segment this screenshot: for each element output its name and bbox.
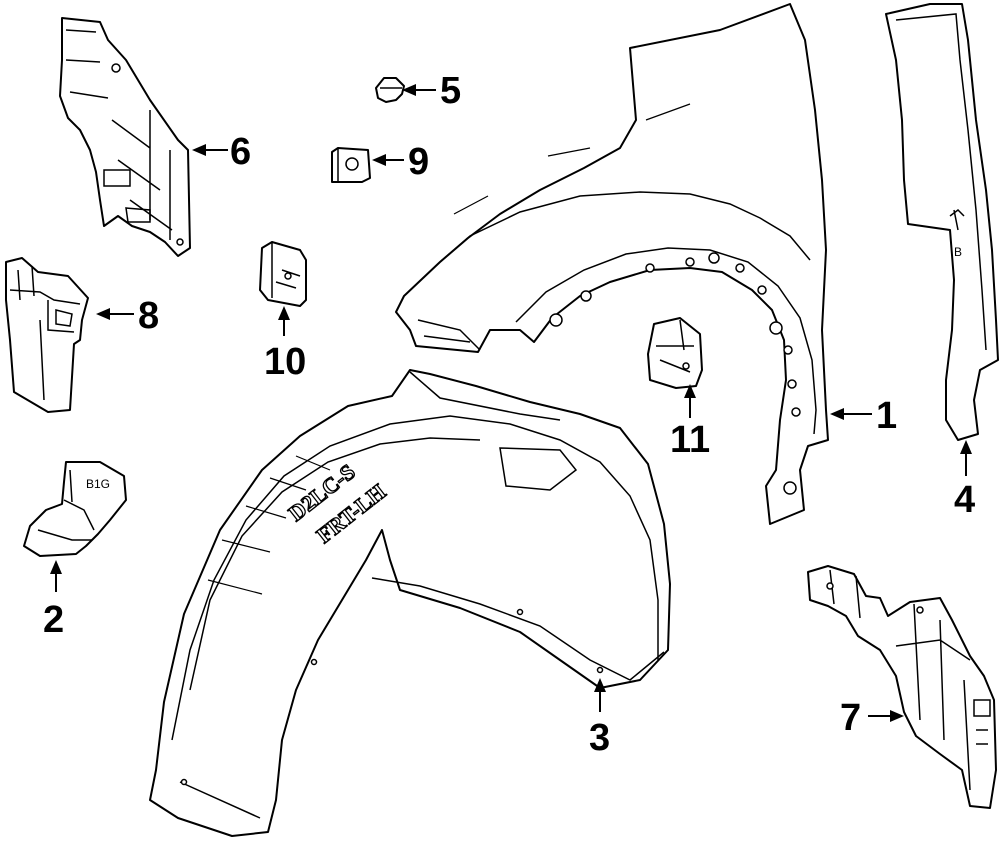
part-6-bracket — [59, 17, 191, 257]
part-5-clip — [375, 77, 405, 103]
callout-9: 9 — [408, 141, 429, 183]
callout-5: 5 — [440, 70, 461, 112]
seal-4-marking: B — [954, 245, 962, 259]
callout-2: 2 — [43, 599, 64, 641]
callout-8: 8 — [138, 295, 159, 337]
bracket-2-marking: B1G — [86, 477, 110, 491]
callout-7: 7 — [840, 697, 861, 739]
part-10-bracket — [259, 241, 307, 307]
callout-labels: 1 2 3 4 5 6 7 8 9 10 11 — [43, 70, 975, 759]
callout-4: 4 — [954, 479, 975, 521]
part-4-seal: B — [885, 3, 999, 441]
callout-10: 10 — [264, 341, 306, 383]
callout-6: 6 — [230, 131, 251, 173]
part-8-bracket — [5, 257, 89, 413]
callout-1: 1 — [876, 395, 897, 437]
part-1-fender — [395, 3, 829, 525]
part-9-nut — [331, 147, 371, 183]
callout-leaders — [50, 84, 972, 722]
part-7-shield — [807, 565, 997, 809]
callout-3: 3 — [589, 717, 610, 759]
part-2-bracket: B1G — [23, 461, 127, 557]
callout-11: 11 — [670, 419, 710, 461]
part-3-liner: D2LC-S FRT-LH — [149, 369, 671, 837]
part-11-bracket — [647, 317, 703, 389]
